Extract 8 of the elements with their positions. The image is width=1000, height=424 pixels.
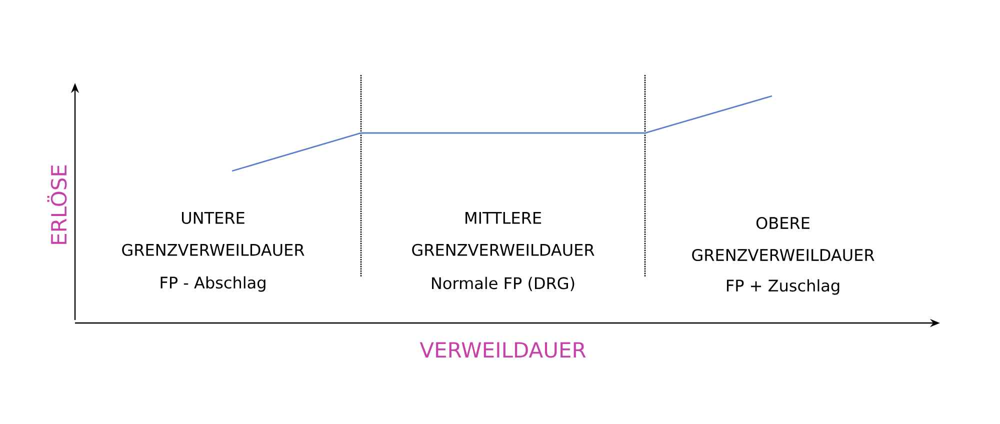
region-label: MITTLERE GRENZVERWEILDAUER (412, 212, 594, 256)
axis-label: ERLÖSE (47, 165, 67, 244)
region-note: FP - Abschlag (160, 276, 266, 292)
axis-label: VERWEILDAUER (420, 342, 586, 358)
region-label: OBERE GRENZVERWEILDAUER (692, 216, 874, 262)
region-note: Normale FP (DRG) (432, 276, 574, 292)
region-label: UNTERE GRENZVERWEILDAUER (122, 212, 304, 256)
region-note: FP + Zuschlag (726, 279, 840, 295)
